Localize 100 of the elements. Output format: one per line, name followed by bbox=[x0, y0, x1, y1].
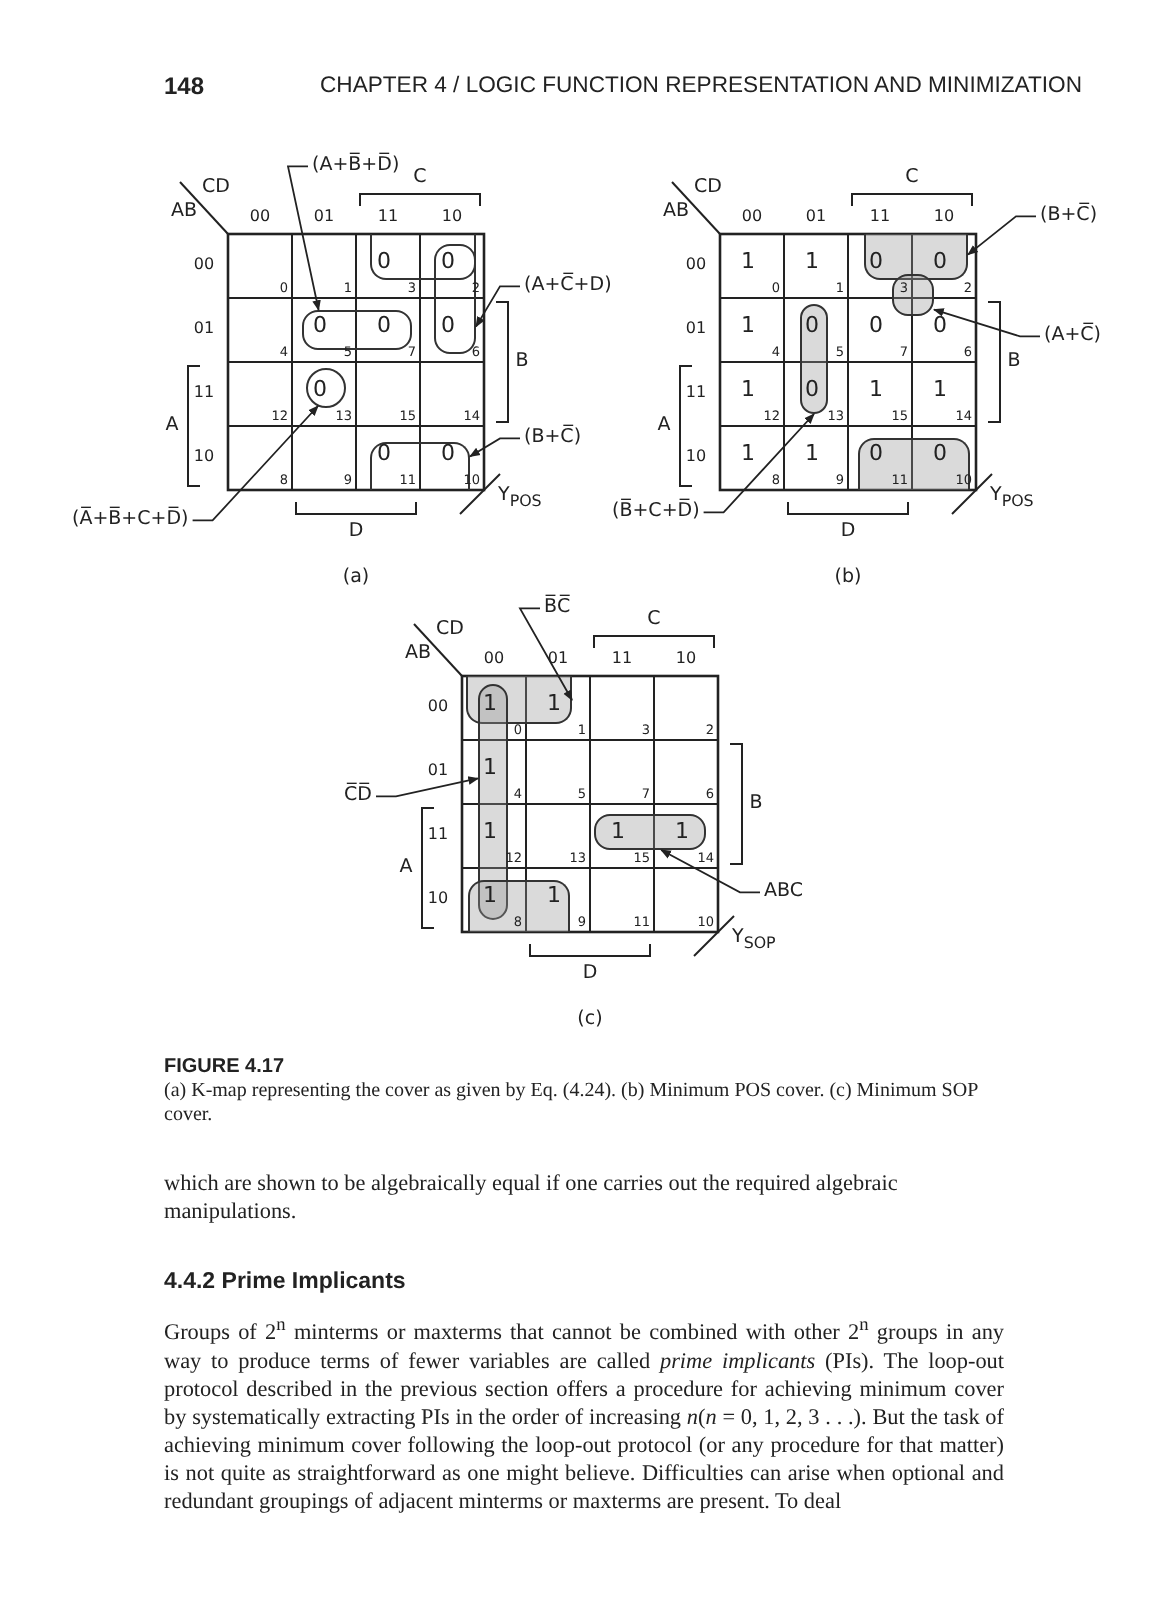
figure-number: FIGURE 4.17 bbox=[164, 1056, 285, 1078]
body-paragraph: Groups of 2$^{n}$ minterms or maxterms that cannot be combined with other 2$^{n}$ groups in any way to produce terms of fewer variables are called prime implicants (PIs). The loop-out protocol described in the previous section offers a procedure for achieving minimum cover by systematically extracting PIs in the order of increasing n(n = 0, 1, 2, 3 . . .). But the task of achieving minimum cover following the loop-out protocol (or any procedure for that matter) is not quite as straightforward as one might believe. Difficulties can arise when optional and redundant groupings of adjacent minterms or maxterms are present. To deal bbox=[164, 1314, 1004, 1516]
term-label: (B+C̅) bbox=[524, 428, 582, 449]
row-header: 10 bbox=[685, 449, 707, 467]
figure-caption: (a) K-map representing the cover as given by Eq. (4.24). (b) Minimum POS cover. (c) Minimum SOP cover. bbox=[164, 1080, 980, 1128]
cell-value: 1 bbox=[483, 691, 497, 717]
leader-line bbox=[932, 308, 1041, 338]
group-loop bbox=[892, 274, 934, 316]
group-loop bbox=[800, 304, 828, 414]
cell-value: 1 bbox=[869, 377, 883, 403]
term-label: (A+B̅+D̅) bbox=[312, 156, 400, 177]
cell-value: 1 bbox=[741, 249, 755, 275]
row-header: 10 bbox=[427, 891, 449, 909]
cell-value: 1 bbox=[611, 819, 625, 845]
leader-line bbox=[518, 607, 573, 701]
group-loop bbox=[864, 234, 968, 280]
cell-value: 0 bbox=[869, 249, 883, 275]
column-header: 10 bbox=[933, 209, 955, 227]
variable-label: AB bbox=[404, 643, 432, 665]
cell-value: 1 bbox=[483, 755, 497, 781]
cell-value: 1 bbox=[675, 819, 689, 845]
cell-value: 0 bbox=[933, 249, 947, 275]
variable-label: C bbox=[413, 167, 427, 189]
variable-label: AB bbox=[170, 201, 198, 223]
leader-line bbox=[286, 165, 321, 312]
page-number: 148 bbox=[164, 74, 205, 101]
cell-value: 1 bbox=[741, 377, 755, 403]
variable-label: C bbox=[905, 167, 919, 189]
group-loop bbox=[858, 438, 970, 490]
output-label: Y$_{SOP}$ bbox=[732, 928, 776, 954]
row-header: 01 bbox=[193, 321, 215, 339]
variable-label: D bbox=[582, 963, 598, 985]
column-header: 00 bbox=[483, 651, 505, 669]
cell-value: 0 bbox=[805, 313, 819, 339]
column-header: 00 bbox=[249, 209, 271, 227]
variable-label: C bbox=[647, 609, 661, 631]
running-head: CHAPTER 4 / LOGIC FUNCTION REPRESENTATION AND MINIMIZATION bbox=[320, 74, 1082, 99]
cell-value: 0 bbox=[377, 441, 391, 467]
column-header: 01 bbox=[547, 651, 569, 669]
column-header: 01 bbox=[313, 209, 335, 227]
group-loop bbox=[594, 814, 706, 850]
output-label: Y$_{POS}$ bbox=[990, 486, 1034, 512]
row-header: 00 bbox=[685, 257, 707, 275]
column-header: 00 bbox=[741, 209, 763, 227]
cell-value: 1 bbox=[483, 883, 497, 909]
body-paragraph: which are shown to be algebraically equal if one carries out the required algebraic manipulations. bbox=[164, 1170, 900, 1226]
variable-label: B bbox=[749, 793, 763, 815]
column-header: 01 bbox=[805, 209, 827, 227]
row-header: 01 bbox=[427, 763, 449, 781]
row-header: 11 bbox=[685, 385, 707, 403]
group-circle bbox=[306, 368, 346, 408]
variable-label: A bbox=[657, 415, 671, 437]
cell-value: 0 bbox=[377, 313, 391, 339]
term-label: (B+C̅) bbox=[1040, 206, 1098, 227]
cell-value: 0 bbox=[441, 313, 455, 339]
output-label: Y$_{POS}$ bbox=[498, 486, 542, 512]
leader-line bbox=[702, 413, 815, 514]
column-header: 10 bbox=[441, 209, 463, 227]
group-loop bbox=[466, 676, 572, 724]
cell-value: 0 bbox=[805, 377, 819, 403]
panel-label: (c) bbox=[577, 1009, 603, 1031]
leader-line bbox=[475, 285, 521, 328]
cell-value: 0 bbox=[313, 377, 327, 403]
row-header: 11 bbox=[427, 827, 449, 845]
column-header: 10 bbox=[675, 651, 697, 669]
row-header: 11 bbox=[193, 385, 215, 403]
term-label: ABC bbox=[764, 882, 803, 903]
variable-label: CD bbox=[694, 177, 722, 199]
section-heading: 4.4.2 Prime Implicants bbox=[164, 1270, 406, 1296]
cell-value: 1 bbox=[741, 313, 755, 339]
cell-value: 1 bbox=[805, 249, 819, 275]
panel-label: (b) bbox=[834, 567, 862, 589]
term-label: (A̅+B̅+C+D̅) bbox=[72, 510, 189, 531]
cell-value: 0 bbox=[441, 249, 455, 275]
cell-value: 0 bbox=[933, 313, 947, 339]
variable-label: B bbox=[515, 351, 529, 373]
leader-line bbox=[375, 776, 480, 798]
term-label: (B̅+C+D̅) bbox=[612, 502, 700, 523]
cell-value: 0 bbox=[441, 441, 455, 467]
term-label: C̅D̅ bbox=[344, 786, 372, 807]
group-loop bbox=[370, 234, 476, 280]
cell-value: 0 bbox=[313, 313, 327, 339]
row-header: 01 bbox=[685, 321, 707, 339]
row-header: 10 bbox=[193, 449, 215, 467]
cell-value: 1 bbox=[805, 441, 819, 467]
cell-value: 0 bbox=[869, 313, 883, 339]
cell-value: 0 bbox=[869, 441, 883, 467]
panel-label: (a) bbox=[342, 567, 370, 589]
variable-label: CD bbox=[202, 177, 230, 199]
variable-label: B bbox=[1007, 351, 1021, 373]
variable-label: D bbox=[840, 521, 856, 543]
term-label: B̅C̅ bbox=[544, 598, 571, 619]
row-header: 00 bbox=[193, 257, 215, 275]
leader-line bbox=[469, 437, 521, 458]
cell-value: 0 bbox=[377, 249, 391, 275]
cell-value: 1 bbox=[547, 691, 561, 717]
row-header: 00 bbox=[427, 699, 449, 717]
cell-value: 1 bbox=[483, 819, 497, 845]
cell-value: 1 bbox=[933, 377, 947, 403]
column-header: 11 bbox=[377, 209, 399, 227]
